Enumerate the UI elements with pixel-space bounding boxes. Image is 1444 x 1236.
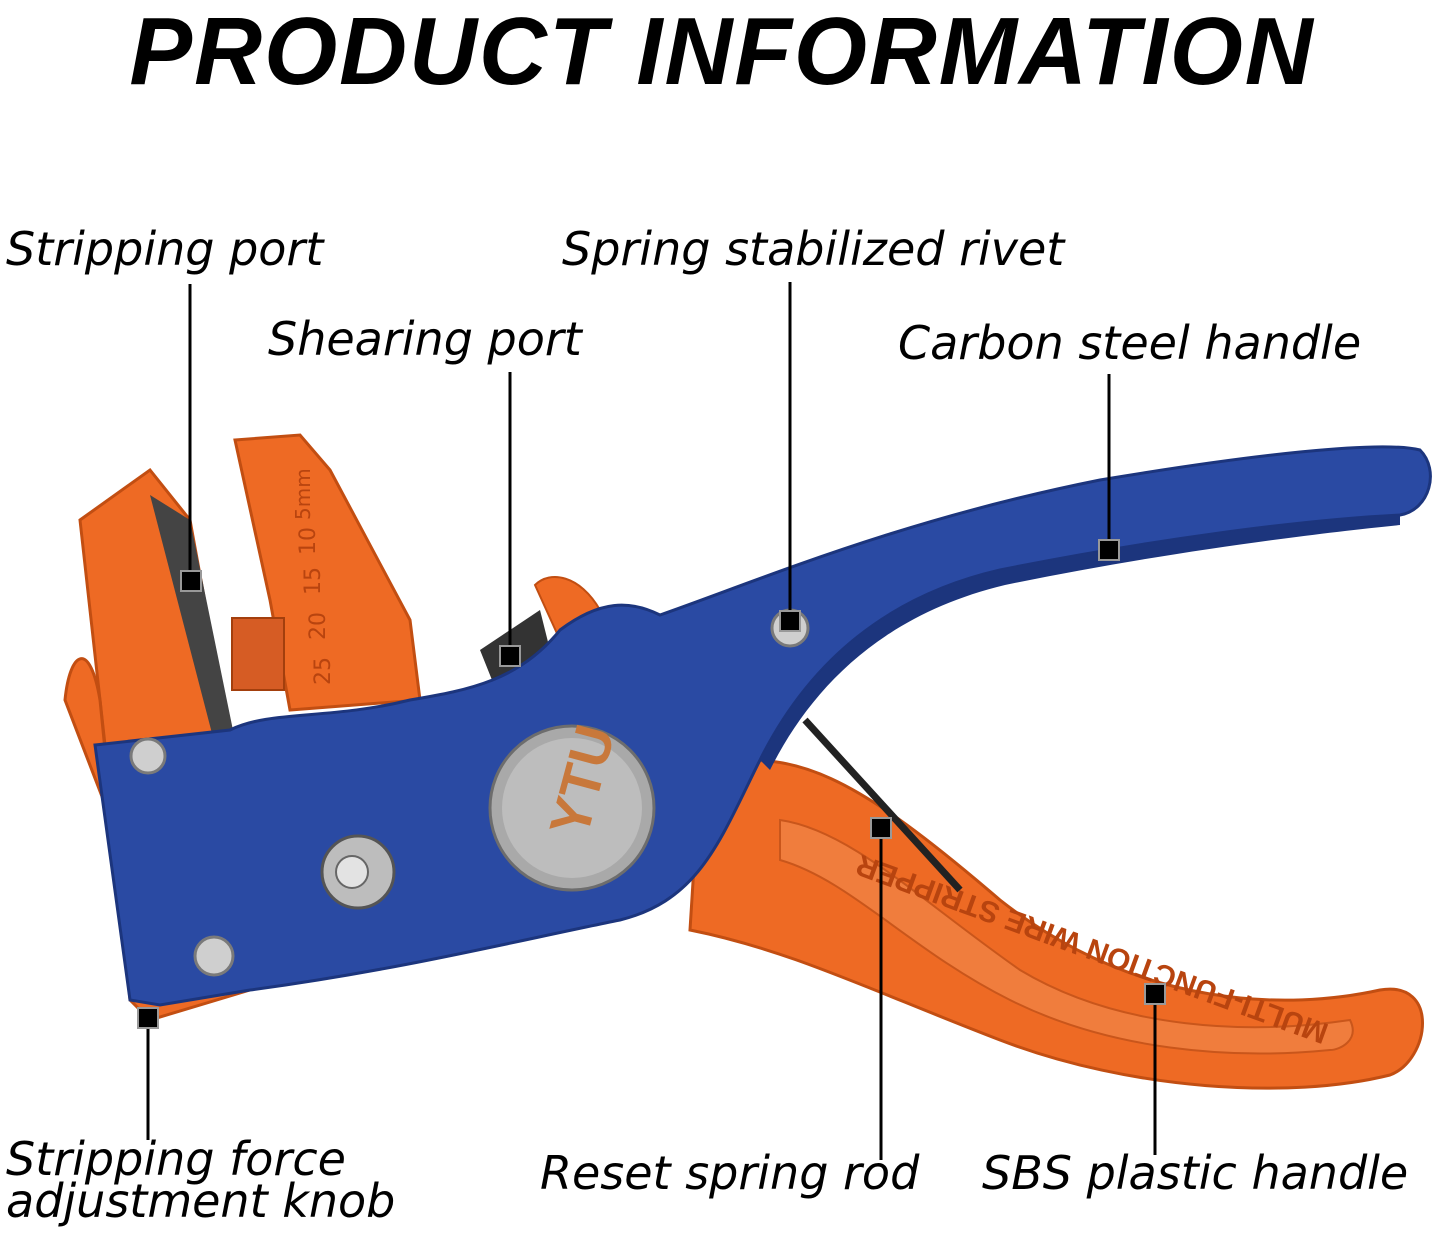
label-shearing-port: Shearing port (268, 312, 582, 366)
label-spring-stabilized-rivet: Spring stabilized rivet (562, 222, 1065, 276)
label-adjustment-knob-line1: Stripping force (6, 1132, 346, 1186)
scale-25: 25 (311, 657, 336, 685)
shearing-teeth (231, 617, 285, 691)
scale-10: 10 (296, 527, 321, 555)
carbon-steel-handle-shape (93, 445, 1432, 1007)
label-adjustment-knob: Stripping force adjustment knob (6, 1132, 396, 1228)
marker-shearing-port (499, 645, 521, 667)
stripping-blade-shape (150, 495, 235, 745)
scale-5mm: 5mm (291, 468, 315, 520)
sbs-plastic-handle-shape (688, 758, 1424, 1090)
marker-carbon-handle (1098, 539, 1120, 561)
marker-stripping-port (180, 570, 202, 592)
rivet-top-left (129, 737, 167, 775)
marker-adjustment-knob (137, 1007, 159, 1029)
label-reset-spring-rod: Reset spring rod (540, 1146, 920, 1200)
marker-spring-rivet (779, 610, 801, 632)
markers (137, 539, 1166, 1029)
label-adjustment-knob-line2: adjustment knob (6, 1174, 396, 1228)
pivot-disc-highlight (502, 738, 642, 878)
handle-edge-shadow (760, 515, 1400, 770)
leader-lines (146, 282, 1157, 1160)
marker-reset-spring (870, 817, 892, 839)
scale-20: 20 (306, 612, 331, 640)
marker-sbs-handle (1144, 983, 1166, 1005)
adjustment-knob-screw (335, 855, 369, 889)
page-title: PRODUCT INFORMATION (129, 0, 1315, 105)
scale-15: 15 (301, 567, 326, 595)
rivet-bottom-left (193, 935, 235, 977)
label-carbon-steel-handle: Carbon steel handle (898, 316, 1362, 370)
handle-inner-groove (779, 818, 1354, 1055)
label-sbs-plastic-handle: SBS plastic handle (982, 1146, 1409, 1200)
reset-spring-rod-shape (802, 717, 963, 893)
label-stripping-port: Stripping port (6, 222, 324, 276)
